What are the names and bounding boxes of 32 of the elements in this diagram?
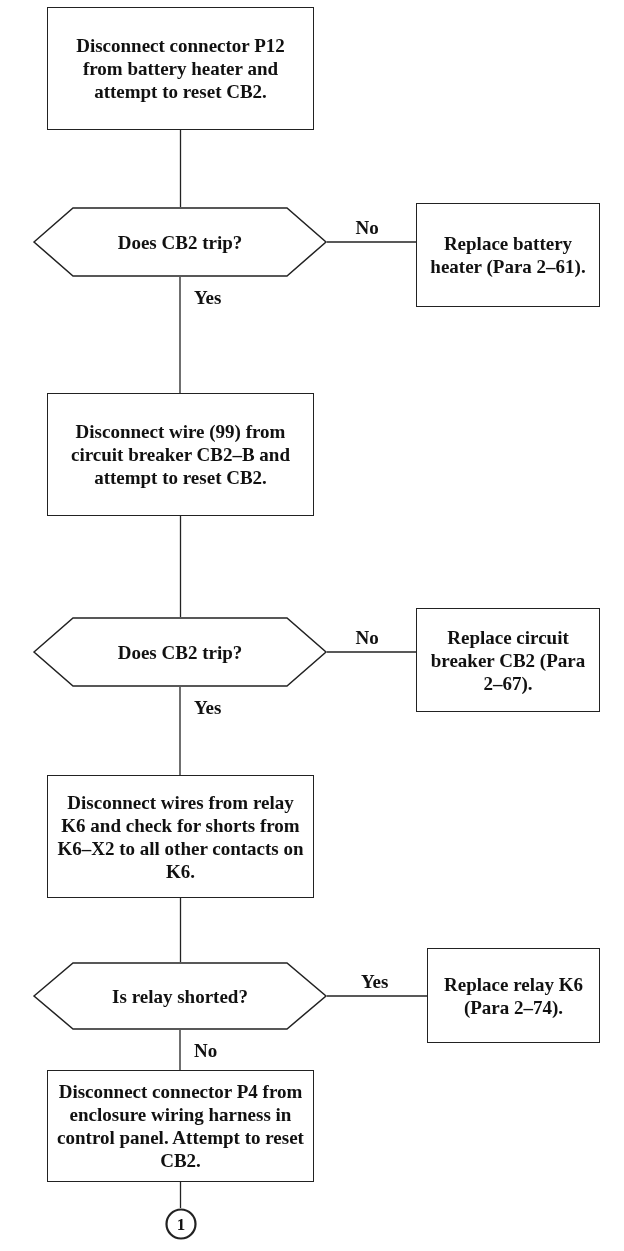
decision-text: Does CB2 trip? bbox=[116, 640, 244, 664]
process-box bbox=[47, 393, 314, 516]
connector-line bbox=[326, 651, 417, 653]
decision-text: Does CB2 trip? bbox=[116, 230, 244, 254]
connector-line bbox=[179, 129, 182, 208]
step-text: Disconnect wires from relay K6 and check for shorts from K6–X2 to all other contacts on K6. bbox=[56, 790, 305, 883]
decision-text: Is relay shorted? bbox=[111, 984, 249, 1008]
connector-number: 1 bbox=[176, 1213, 186, 1236]
process-box bbox=[416, 203, 600, 307]
connector-line bbox=[179, 897, 182, 963]
connector-line bbox=[326, 241, 417, 243]
decision-hexagon bbox=[33, 617, 327, 687]
step-text: Disconnect wire (99) from circuit breaker CB2–B and attempt to reset CB2. bbox=[69, 420, 291, 489]
connector-circle bbox=[165, 1208, 197, 1240]
connector-line bbox=[179, 1181, 182, 1209]
connector-line bbox=[179, 1029, 181, 1071]
connector-line bbox=[326, 995, 428, 997]
step-text: Disconnect connector P12 from battery heater and attempt to reset CB2. bbox=[75, 34, 286, 103]
step-text: Replace battery heater (Para 2–61). bbox=[429, 232, 587, 278]
step-text: Replace circuit breaker CB2 (Para 2–67). bbox=[429, 625, 587, 695]
process-box bbox=[427, 948, 600, 1043]
process-box bbox=[47, 775, 314, 898]
step-text: Replace relay K6 (Para 2–74). bbox=[443, 972, 584, 1019]
process-box bbox=[416, 608, 600, 712]
process-box bbox=[47, 7, 314, 130]
connector-line bbox=[179, 276, 181, 394]
process-box bbox=[47, 1070, 314, 1182]
connector-line bbox=[179, 686, 181, 776]
decision-hexagon bbox=[33, 207, 327, 277]
step-text: Disconnect connector P4 from enclosure wiring harness in control panel. Attempt to reset CB2. bbox=[56, 1080, 305, 1172]
connector-line bbox=[179, 515, 182, 618]
decision-hexagon bbox=[33, 962, 327, 1030]
